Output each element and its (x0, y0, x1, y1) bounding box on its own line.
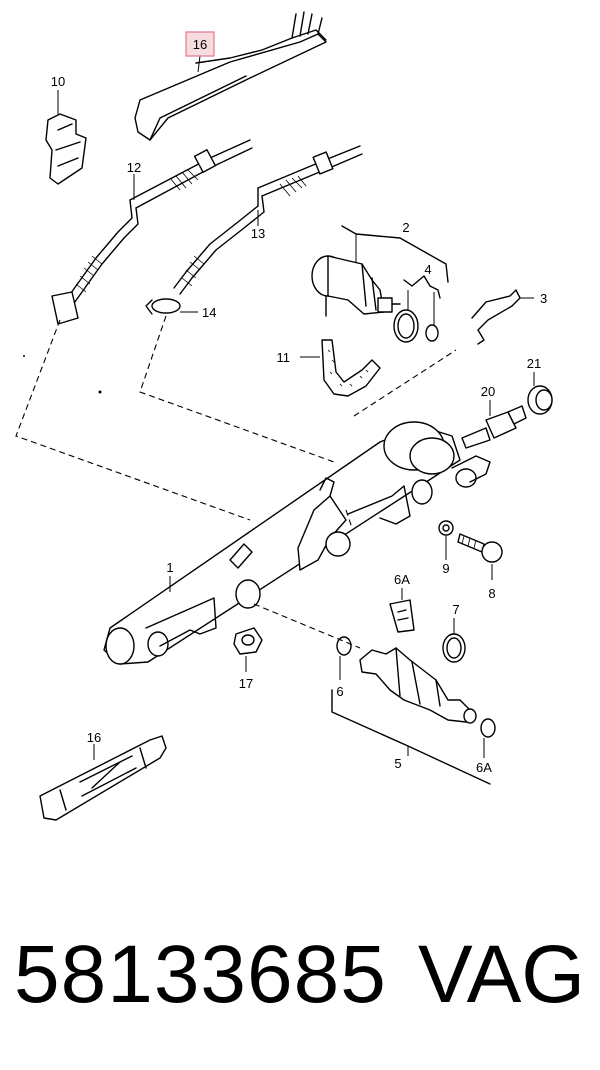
part-10-washer (438, 520, 454, 560)
label-7: 6A (394, 572, 410, 587)
label-2: 2 (402, 220, 409, 235)
label-6: 6 (336, 684, 343, 699)
label-6a: 6A (476, 760, 492, 775)
part-12-clip (45, 90, 87, 185)
label-3: 3 (540, 291, 547, 306)
part-15-clamp (145, 298, 198, 315)
label-21: 21 (527, 356, 541, 371)
part-6a-seal (480, 718, 496, 758)
part-number: 58133685 (14, 929, 387, 1020)
part-18-nut (233, 627, 263, 672)
label-14: 13 (251, 226, 265, 241)
label-11: 11 (277, 350, 291, 365)
part-17-bracket (39, 735, 167, 821)
part-2-pressure-regulator (311, 225, 449, 317)
part-14-hose (173, 145, 363, 295)
part-21-cap (527, 372, 553, 415)
label-4: 4 (424, 262, 431, 277)
part-1-fuel-rail (103, 421, 491, 665)
label-18: 17 (239, 676, 253, 691)
label-9: 8 (488, 586, 495, 601)
connection-lines (15, 315, 457, 649)
label-13: 12 (127, 160, 141, 175)
label-10: 9 (442, 561, 449, 576)
label-16: 16 (193, 37, 207, 52)
part-9-bolt (457, 533, 503, 580)
part-3-spring-clip (471, 289, 534, 345)
part-11-vacuum-hose (300, 339, 381, 397)
label-8: 7 (452, 602, 459, 617)
part-7-clip (389, 588, 415, 633)
callout-16: 16 (185, 31, 215, 57)
label-17: 16 (87, 730, 101, 745)
brand-name: VAG (418, 929, 586, 1020)
label-1: 1 (166, 560, 173, 575)
part-5-injector (331, 647, 491, 785)
label-15: 14 (202, 305, 216, 320)
part-20-sensor (461, 400, 527, 449)
label-12: 10 (51, 74, 65, 89)
label-5: 5 (394, 756, 401, 771)
part-6-seal (336, 636, 352, 680)
part-8-o-ring (442, 618, 466, 663)
part-13-hose (51, 139, 253, 325)
label-20: 20 (481, 384, 495, 399)
part-4-o-rings (393, 275, 441, 343)
part-16-cover (134, 11, 327, 141)
